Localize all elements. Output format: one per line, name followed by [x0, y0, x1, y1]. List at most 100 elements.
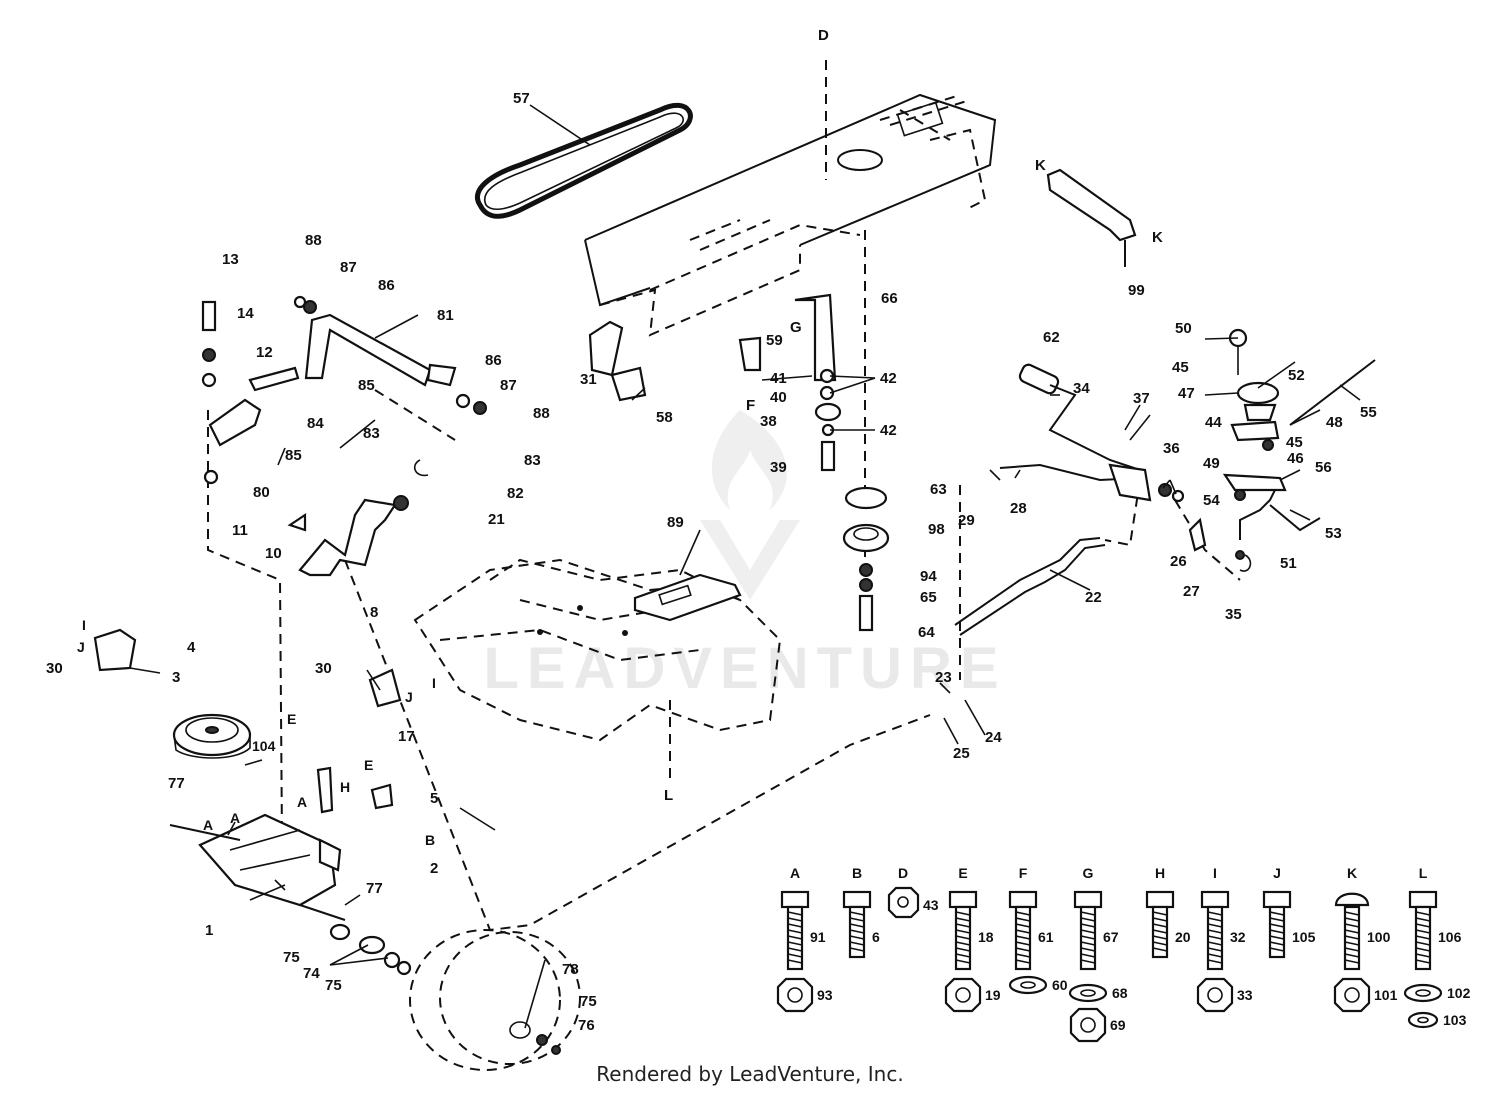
bolt-thread — [1015, 935, 1031, 940]
callout: K — [1035, 157, 1046, 174]
bolt-thread — [955, 911, 971, 916]
hardware-letter: I — [1213, 865, 1217, 881]
callout: G — [790, 319, 802, 336]
spindle-stack — [738, 293, 890, 632]
washer-number: 103 — [1443, 1012, 1467, 1028]
callout: 11 — [232, 522, 248, 539]
callout: 23 — [935, 669, 952, 686]
callout: 21 — [488, 511, 505, 528]
callout: 44 — [1205, 414, 1222, 431]
bolt-thread — [955, 935, 971, 940]
callout: 64 — [918, 624, 935, 641]
bolt-thread — [1015, 923, 1031, 928]
callout: L — [664, 787, 673, 804]
bolt-thread — [1415, 929, 1431, 934]
bolt-thread — [1269, 941, 1285, 946]
nut-number: 69 — [1110, 1017, 1126, 1033]
callout: 54 — [1203, 492, 1220, 509]
nut — [1196, 977, 1234, 1013]
callout: 30 — [46, 660, 63, 677]
bolt-thread — [1207, 941, 1223, 946]
bolt-thread — [787, 959, 803, 964]
nut — [776, 977, 814, 1013]
bolt-number: 61 — [1038, 929, 1054, 945]
footer-credit: Rendered by LeadVenture, Inc. — [596, 1062, 904, 1086]
bolt-thread — [1344, 947, 1360, 952]
bolt-thread — [1207, 947, 1223, 952]
bolt-thread — [1152, 917, 1168, 922]
bolt-thread — [1269, 911, 1285, 916]
bolt-number: 18 — [978, 929, 994, 945]
hardware-letter: A — [790, 865, 800, 881]
bolt-thread — [1080, 947, 1096, 952]
bolt-thread — [1344, 953, 1360, 958]
nut-hole — [1344, 987, 1360, 1003]
nut-number: 33 — [1237, 987, 1253, 1003]
nut-hole — [897, 896, 909, 908]
bolt-thread — [1207, 929, 1223, 934]
frame — [584, 93, 997, 337]
bolt-thread — [1344, 959, 1360, 964]
callout: 81 — [437, 307, 454, 324]
bolt-thread — [1207, 935, 1223, 940]
washer-number: 68 — [1112, 985, 1128, 1001]
bolt-thread — [955, 929, 971, 934]
hardware-letter: F — [1019, 865, 1028, 881]
callout: 52 — [1288, 367, 1305, 384]
bolt-number: 20 — [1175, 929, 1191, 945]
transaxle — [169, 759, 496, 976]
callout: 57 — [513, 90, 530, 107]
callout: 14 — [237, 305, 254, 322]
nut-hole — [1080, 1017, 1096, 1033]
washer — [1008, 975, 1048, 995]
bolt-thread — [1269, 923, 1285, 928]
hardware-letter: D — [898, 865, 908, 881]
bolt-thread — [1152, 923, 1168, 928]
callout: 77 — [168, 775, 185, 792]
bolt-thread — [955, 947, 971, 952]
callout: A — [230, 810, 240, 826]
callout: E — [287, 711, 296, 727]
callout: 98 — [928, 521, 945, 538]
callout: 41 — [770, 370, 787, 387]
bracket-89 — [633, 573, 742, 622]
callout: 75 — [325, 977, 342, 994]
bolt-thread — [787, 929, 803, 934]
deck-frame — [413, 558, 782, 780]
callout: 58 — [656, 409, 673, 426]
callout: F — [746, 397, 755, 414]
callout: I — [82, 617, 86, 633]
washer-hole — [1415, 989, 1431, 997]
pulley — [172, 713, 252, 759]
nut-number: 101 — [1374, 987, 1398, 1003]
callout: 42 — [880, 370, 897, 387]
bolt-number: 6 — [872, 929, 880, 945]
callout: 26 — [1170, 553, 1187, 570]
bolt-head — [842, 890, 872, 909]
bolt-thread — [1344, 923, 1360, 928]
callout: 2 — [430, 860, 438, 877]
bolt-thread — [955, 923, 971, 928]
bolt-thread — [1415, 911, 1431, 916]
bolt-head — [948, 890, 978, 909]
bracket-30 — [93, 628, 402, 708]
bolt-thread — [1344, 941, 1360, 946]
callout: 1 — [205, 922, 213, 939]
bolt-thread — [1207, 953, 1223, 958]
bolt-thread — [1152, 911, 1168, 916]
bolt-thread — [849, 911, 865, 916]
nut-number: 93 — [817, 987, 833, 1003]
callout: 3 — [172, 669, 180, 686]
bolt-thread — [787, 953, 803, 958]
bolt-thread — [955, 959, 971, 964]
bolt-thread — [1152, 941, 1168, 946]
hardware-letter: B — [852, 865, 862, 881]
washer-hole — [1080, 989, 1096, 997]
bolt-thread — [955, 917, 971, 922]
washer — [1068, 983, 1108, 1003]
bolt-thread — [1080, 923, 1096, 928]
callout: 88 — [305, 232, 322, 249]
bolt-head — [1262, 890, 1292, 909]
callout: 27 — [1183, 583, 1200, 600]
callout: 59 — [766, 332, 783, 349]
